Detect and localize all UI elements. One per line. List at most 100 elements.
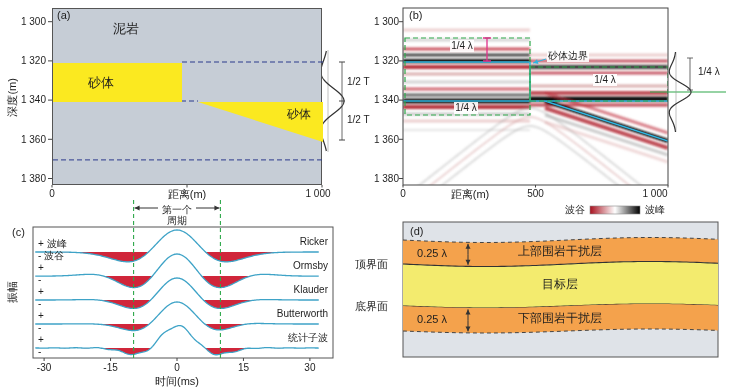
axis-tick-label: 1 360 bbox=[374, 134, 399, 146]
text-holder: + bbox=[38, 263, 44, 273]
axis-tick-label: 15 bbox=[238, 362, 249, 374]
panel-letter: (a) bbox=[57, 9, 70, 22]
seismic-section bbox=[403, 8, 668, 185]
text-holder: 1 300 bbox=[21, 16, 46, 28]
axis-tick-label: -30 bbox=[37, 362, 51, 374]
text-holder: 0.25 λ bbox=[417, 247, 447, 260]
text-holder: (d) bbox=[410, 225, 423, 238]
axis-title: 时间(ms) bbox=[155, 375, 199, 388]
text-holder: 波峰 bbox=[645, 204, 665, 216]
node-text: 上部围岩干扰层 bbox=[518, 245, 602, 259]
text-holder: 距离(m) bbox=[168, 188, 207, 201]
wavelet-name: Ormsby bbox=[293, 260, 328, 272]
axis-tick-label: 1 320 bbox=[374, 55, 399, 67]
text-holder: 上部围岩干扰层 bbox=[518, 245, 602, 259]
sand-body: 砂体 bbox=[53, 63, 182, 102]
axis-tick-label: 1 340 bbox=[21, 94, 46, 106]
text-holder: 1 320 bbox=[21, 55, 46, 67]
text-holder: 0 bbox=[400, 188, 406, 200]
text-holder: - bbox=[38, 323, 41, 333]
text-holder: (c) bbox=[12, 226, 25, 239]
axis-tick-label: 1 300 bbox=[21, 16, 46, 28]
text-holder: -30 bbox=[37, 362, 51, 374]
wavelet-name: Butterworth bbox=[277, 308, 328, 320]
text-holder: 1 360 bbox=[21, 134, 46, 146]
polarity-sign: + bbox=[38, 311, 44, 321]
axis-tick-label: 1 000 bbox=[642, 188, 667, 200]
arrow-line bbox=[533, 59, 546, 63]
wavelet-name: 统计子波 bbox=[288, 332, 328, 344]
text-holder: + bbox=[38, 311, 44, 321]
text-holder: 统计子波 bbox=[288, 332, 328, 344]
text-holder: 1 340 bbox=[21, 94, 46, 106]
text-holder: 振幅 bbox=[6, 281, 19, 303]
text-holder: + bbox=[38, 287, 44, 297]
text-holder: 波谷 bbox=[565, 204, 585, 216]
axis-title: 距离(m) bbox=[168, 188, 207, 201]
text-holder: 500 bbox=[527, 188, 544, 200]
wavelength-label: 1/4 λ bbox=[593, 74, 617, 86]
arrow-head bbox=[533, 59, 539, 64]
wavelength-label: 1/4 λ bbox=[450, 40, 474, 52]
text-holder: -15 bbox=[103, 362, 117, 374]
axis-tick-label: 0 bbox=[400, 188, 406, 200]
text-holder: - bbox=[38, 275, 41, 285]
polarity-sign: - bbox=[38, 275, 41, 285]
arrow-head bbox=[466, 244, 471, 249]
arrow-head bbox=[135, 206, 140, 211]
wavelet-name: Ricker bbox=[300, 236, 328, 248]
text-holder: 下部围岩干扰层 bbox=[518, 312, 602, 326]
polarity-sign: + bbox=[38, 335, 44, 345]
axis-title: 深度(m) bbox=[6, 78, 19, 117]
text-holder: 1/4 λ bbox=[454, 102, 478, 114]
panel-letter: (d) bbox=[410, 225, 423, 238]
text-holder: 30 bbox=[304, 362, 315, 374]
axis-tick-label: 0 bbox=[49, 188, 55, 200]
text-holder: 1 360 bbox=[374, 134, 399, 146]
interface-label: 底界面 bbox=[355, 300, 388, 313]
text-holder: 1 000 bbox=[642, 188, 667, 200]
text-holder: 1/4 λ bbox=[593, 74, 617, 86]
polarity-sign: - bbox=[38, 299, 41, 309]
axis-tick-label: 1 320 bbox=[21, 55, 46, 67]
period-label: 1/2 T bbox=[347, 114, 370, 126]
text-holder: 0.25 λ bbox=[417, 313, 447, 326]
text-holder: 深度(m) bbox=[6, 78, 19, 117]
text-holder: 1 000 bbox=[305, 188, 330, 200]
axis-title: 振幅 bbox=[6, 281, 19, 303]
wavelet-name: Klauder bbox=[294, 284, 328, 296]
node-text: 目标层 bbox=[542, 278, 578, 292]
text-holder: 0 bbox=[174, 362, 180, 374]
arrow-head bbox=[214, 206, 219, 211]
text-holder: 顶界面 bbox=[355, 258, 388, 271]
text-holder: Klauder bbox=[294, 284, 328, 296]
colorbar-label: 波谷 bbox=[565, 204, 585, 216]
node-text: 0.25 λ bbox=[417, 313, 447, 326]
text-holder: 1/2 T bbox=[347, 114, 370, 126]
text-holder: 砂体边界 bbox=[547, 50, 589, 62]
text-holder: 0 bbox=[49, 188, 55, 200]
wavelength-label: 1/4 λ bbox=[698, 66, 720, 78]
text-holder: Ormsby bbox=[293, 260, 328, 272]
text-holder: 1/4 λ bbox=[450, 40, 474, 52]
text-holder: 1/4 λ bbox=[698, 66, 720, 78]
node-text: 泥岩 bbox=[113, 22, 139, 37]
node-text: 下部围岩干扰层 bbox=[518, 312, 602, 326]
text-holder: 距离(m) bbox=[451, 188, 490, 201]
text-holder: 1 340 bbox=[374, 94, 399, 106]
polarity-sign: - bbox=[38, 323, 41, 333]
axis-tick-label: 1 380 bbox=[374, 173, 399, 185]
text-holder: + bbox=[38, 335, 44, 345]
text-holder: Ricker bbox=[300, 236, 328, 248]
text-holder: Butterworth bbox=[277, 308, 328, 320]
colorbar-label: 波峰 bbox=[645, 204, 665, 216]
text-holder: - 波谷 bbox=[38, 251, 64, 261]
text-holder: 15 bbox=[238, 362, 249, 374]
text-holder: 第一个 周期 bbox=[160, 204, 194, 226]
axis-tick-label: 1 000 bbox=[305, 188, 330, 200]
wavelet-a bbox=[321, 50, 345, 152]
interference-band: 0.25 λ 下部围岩干扰层 bbox=[403, 306, 718, 334]
cycle-label: 第一个 周期 bbox=[160, 204, 194, 226]
text-holder: (b) bbox=[408, 9, 423, 22]
